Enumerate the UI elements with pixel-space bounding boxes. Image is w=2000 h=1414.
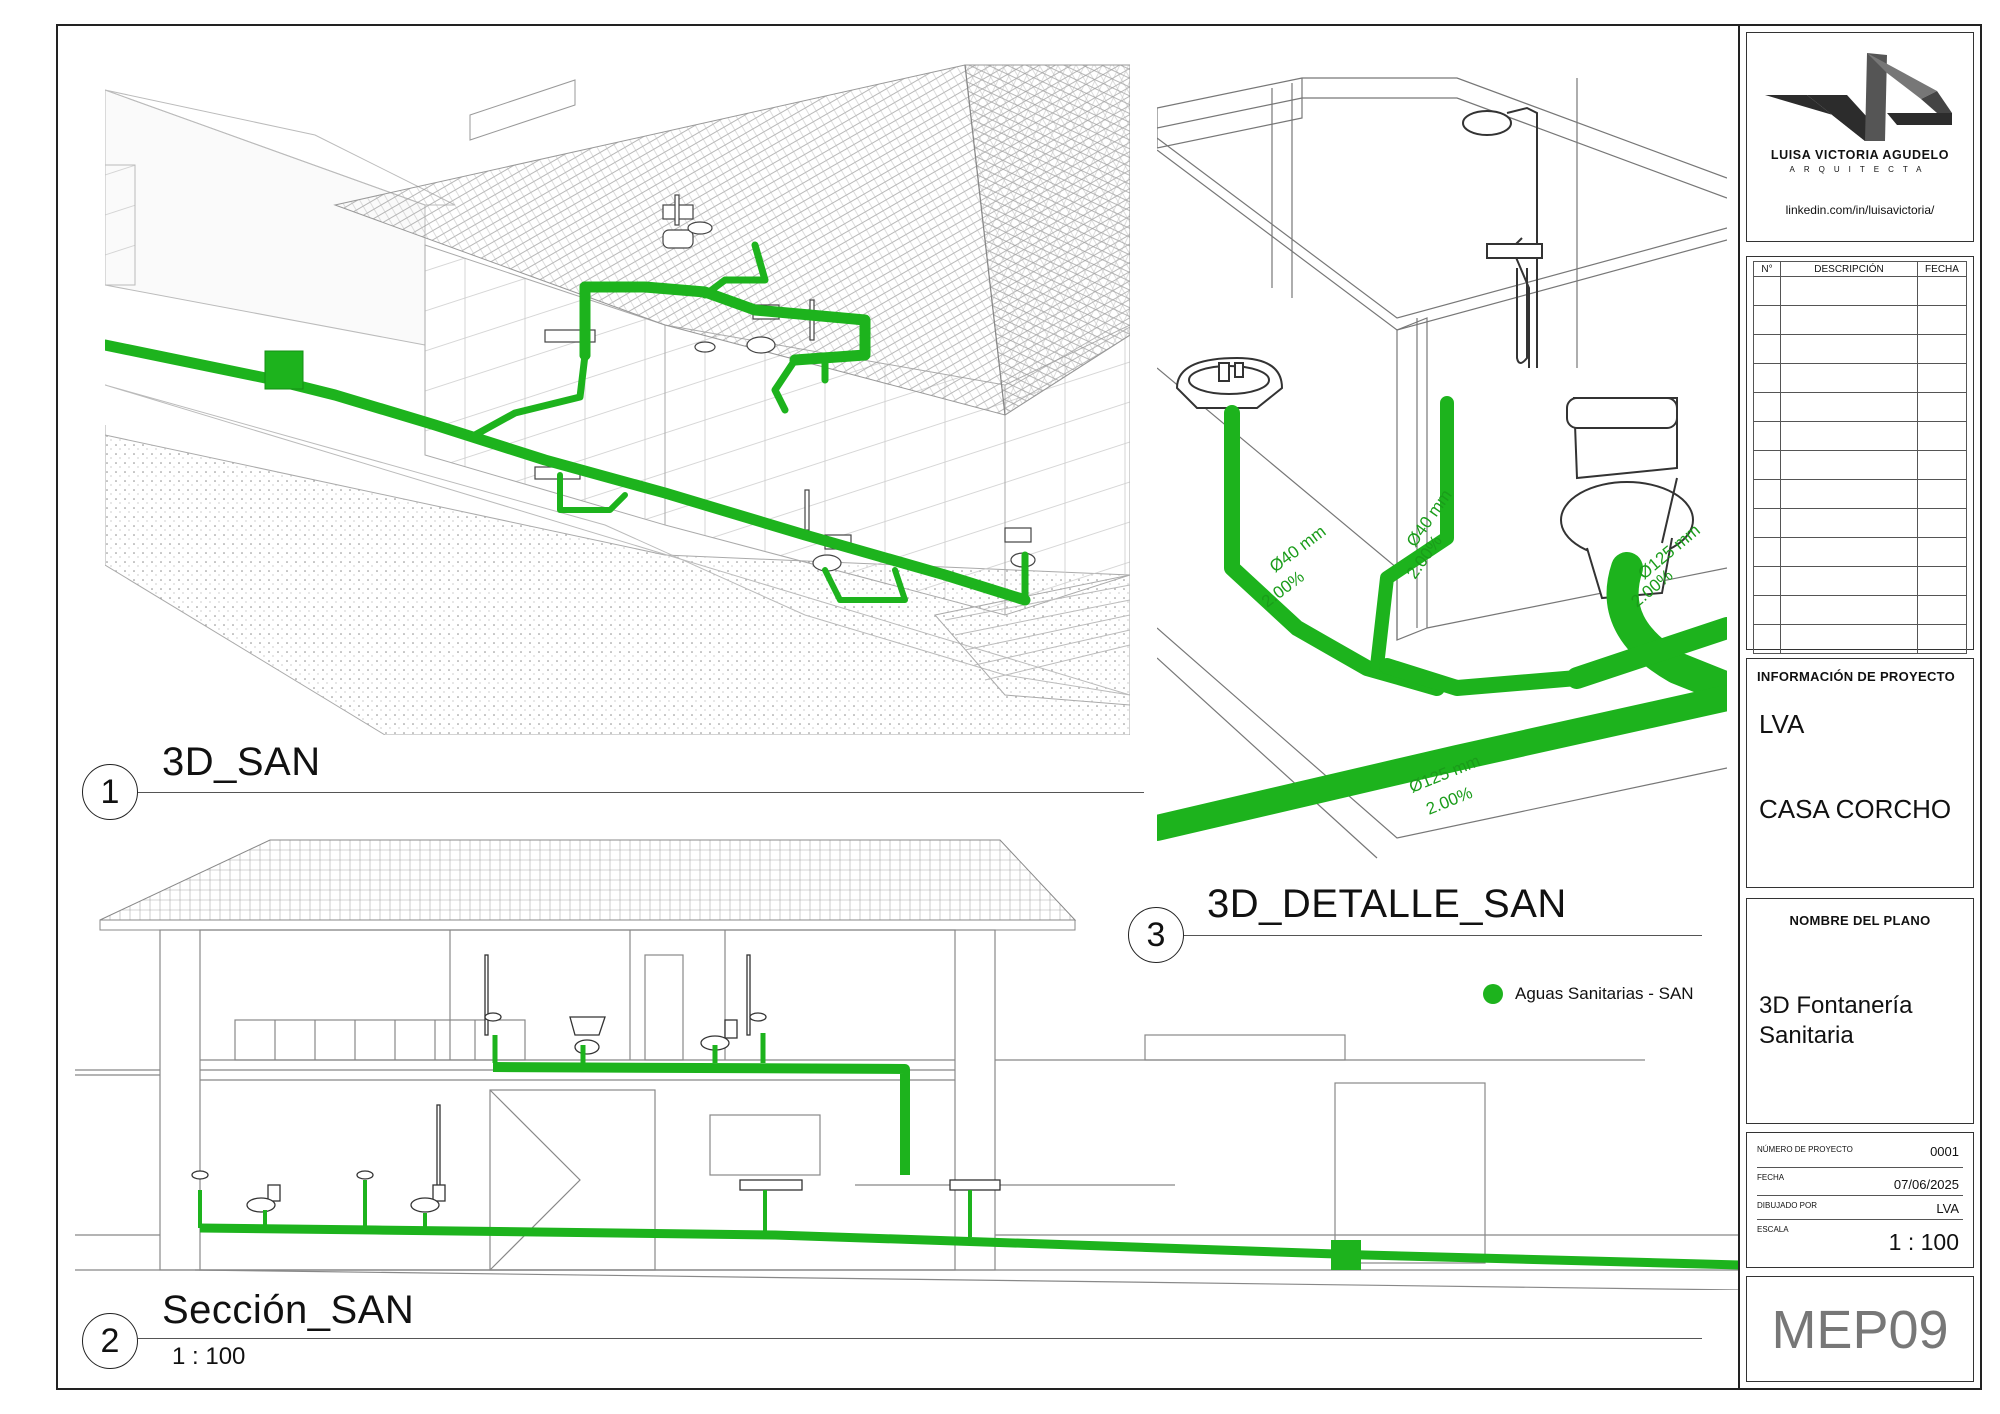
drawing-sheet-border	[56, 24, 1982, 1390]
revision-row	[1753, 276, 1967, 306]
project-number-row: NÚMERO DE PROYECTO 0001	[1757, 1141, 1963, 1168]
scale-label: ESCALA	[1757, 1225, 1789, 1234]
revision-row	[1753, 305, 1967, 335]
legend: Aguas Sanitarias - SAN	[1483, 984, 1694, 1004]
view-1-title-line	[138, 792, 1144, 793]
drawing-name-panel: NOMBRE DEL PLANO 3D Fontanería Sanitaria	[1746, 898, 1974, 1124]
detail-label-1-diameter: Ø40 mm	[1266, 522, 1329, 576]
drawn-by-label: DIBUJADO POR	[1757, 1201, 1818, 1210]
revision-row	[1753, 363, 1967, 393]
linkedin-link[interactable]: linkedin.com/in/luisavictoria/	[1785, 203, 1935, 217]
revision-row	[1753, 595, 1967, 625]
sheet-number: MEP09	[1771, 1300, 1949, 1360]
revision-row	[1753, 624, 1967, 654]
date-label: FECHA	[1757, 1173, 1785, 1182]
project-name: CASA CORCHO	[1759, 794, 1952, 824]
view-3-number: 3	[1128, 907, 1184, 963]
project-number-label: NÚMERO DE PROYECTO	[1757, 1145, 1853, 1154]
drawing-name-label: NOMBRE DEL PLANO	[1789, 913, 1931, 928]
view-3-title: 3D_DETALLE_SAN	[1207, 882, 1567, 926]
view-3-title-line	[1184, 935, 1702, 936]
logo-name: LUISA VICTORIA AGUDELO	[1770, 148, 1950, 162]
logo-mark	[1765, 53, 1952, 141]
scale-row: ESCALA 1 : 100	[1757, 1221, 1963, 1261]
revisions-panel: N° DESCRIPCIÓN FECHA	[1746, 256, 1974, 654]
logo-sub: ARQUITECTA	[1789, 165, 1931, 174]
logo-panel: LUISA VICTORIA AGUDELO ARQUITECTA linked…	[1746, 32, 1974, 242]
view-2-title: Sección_SAN	[162, 1288, 415, 1332]
revision-row	[1753, 450, 1967, 480]
project-info-panel: INFORMACIÓN DE PROYECTO LVA CASA CORCHO	[1746, 658, 1974, 888]
title-block	[1738, 24, 1982, 1390]
date-value: 07/06/2025	[1893, 1177, 1959, 1192]
drawn-by-value: LVA	[1936, 1201, 1959, 1216]
sheet-number-panel: MEP09	[1746, 1276, 1974, 1382]
project-number: 0001	[1930, 1144, 1959, 1159]
project-data-panel: NÚMERO DE PROYECTO 0001 FECHA 07/06/2025…	[1746, 1132, 1974, 1268]
rev-col-description: DESCRIPCIÓN	[1780, 261, 1918, 277]
revision-row	[1753, 421, 1967, 451]
revisions-table: N° DESCRIPCIÓN FECHA	[1753, 261, 1967, 654]
date-row: FECHA 07/06/2025	[1757, 1169, 1963, 1196]
rev-col-date: FECHA	[1917, 261, 1967, 277]
client-name: LVA	[1759, 709, 1805, 739]
view-2-number: 2	[82, 1313, 138, 1369]
view-seccion-san	[75, 839, 1740, 1290]
revision-row	[1753, 537, 1967, 567]
legend-swatch	[1483, 984, 1503, 1004]
view-3d-detalle-san: Ø40 mm 2.00% Ø40 mm 2.00% Ø125 mm 2.00% …	[1157, 77, 1727, 859]
revision-row	[1753, 334, 1967, 364]
legend-label: Aguas Sanitarias - SAN	[1515, 984, 1694, 1003]
view-2-title-line	[138, 1338, 1702, 1339]
view-2-scale: 1 : 100	[172, 1343, 246, 1370]
project-info-label: INFORMACIÓN DE PROYECTO	[1757, 669, 1956, 684]
revision-row	[1753, 508, 1967, 538]
revision-row	[1753, 479, 1967, 509]
drawn-by-row: DIBUJADO POR LVA	[1757, 1197, 1963, 1220]
rev-col-number: N°	[1753, 261, 1781, 277]
revision-row	[1753, 392, 1967, 422]
view-3d-san	[105, 64, 1130, 735]
drawing-name: 3D Fontanería Sanitaria	[1759, 992, 1913, 1049]
svg-text:Ø40 mm: Ø40 mm	[1266, 522, 1329, 576]
scale-value: 1 : 100	[1888, 1229, 1959, 1255]
view-1-number: 1	[82, 764, 138, 820]
revision-row	[1753, 566, 1967, 596]
view-1-title: 3D_SAN	[162, 740, 321, 784]
